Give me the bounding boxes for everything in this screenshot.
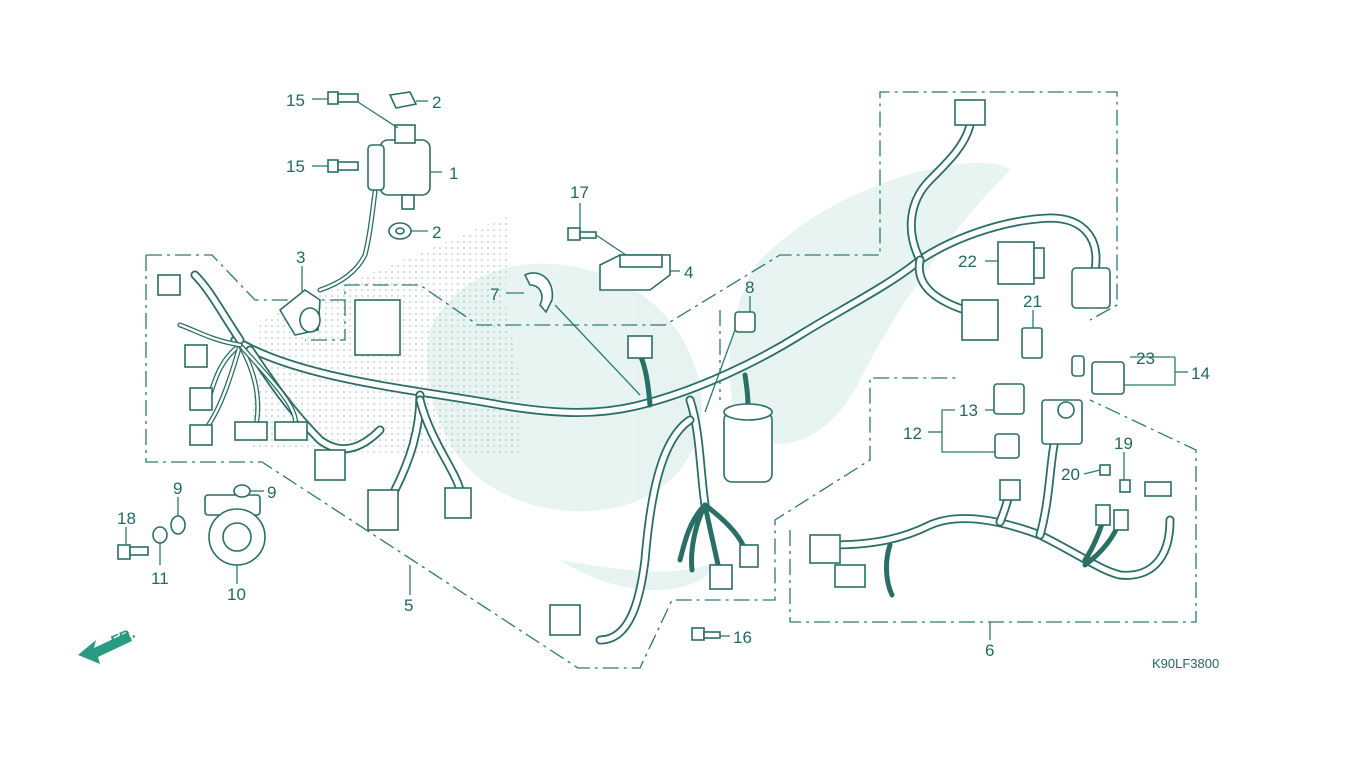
bolt-15-bottom	[327, 159, 359, 173]
secondary-harness	[825, 435, 1175, 598]
callout-21: 21	[1023, 292, 1042, 311]
callout-12: 12	[903, 424, 922, 443]
connector-21	[1021, 327, 1043, 359]
callout-8: 8	[745, 278, 754, 297]
callout-11: 11	[151, 569, 169, 588]
callout-6: 6	[985, 641, 994, 660]
callout-9-left: 9	[173, 479, 182, 498]
callout-10: 10	[227, 585, 246, 604]
fuse-box-14	[1071, 355, 1125, 395]
relay-12	[994, 433, 1020, 459]
callout-4: 4	[684, 263, 693, 282]
connector-end	[954, 99, 1111, 341]
callout-3: 3	[296, 248, 305, 267]
callout-1: 1	[449, 164, 458, 183]
nut-11	[152, 526, 168, 544]
callout-9-right: 9	[267, 483, 276, 502]
callout-14: 14	[1191, 364, 1210, 383]
washer-9-left	[170, 515, 186, 535]
callout-15-top: 15	[286, 91, 305, 110]
bolt-17	[567, 227, 597, 241]
regulator-rectifier	[599, 254, 671, 291]
callout-20: 20	[1061, 465, 1080, 484]
washer-9-top	[233, 484, 251, 498]
callout-17: 17	[570, 183, 589, 202]
ignition-coil	[317, 124, 431, 293]
callout-5: 5	[404, 596, 413, 615]
callout-15-bottom: 15	[286, 157, 305, 176]
front-direction-arrow-icon: FR.	[78, 625, 138, 664]
bolt-15-top	[327, 91, 359, 105]
callout-7: 7	[490, 285, 499, 304]
callout-16: 16	[733, 628, 752, 647]
connector-22	[997, 241, 1045, 285]
small-connectors	[157, 274, 1129, 636]
callout-19: 19	[1114, 434, 1133, 453]
diagram-code: K90LF3800	[1152, 656, 1219, 671]
fuse-19	[1119, 479, 1172, 497]
bolt-16	[691, 627, 721, 641]
collar-2-bottom	[388, 222, 412, 240]
bolt-18	[117, 544, 149, 560]
front-direction-label: FR.	[109, 625, 138, 650]
callout-2-top: 2	[432, 93, 441, 112]
callout-18: 18	[117, 509, 136, 528]
callout-23: 23	[1136, 349, 1155, 368]
fuse-20	[1099, 464, 1111, 476]
starter-relay	[1041, 399, 1083, 445]
leader-lines	[125, 98, 1188, 640]
callout-13: 13	[959, 401, 978, 420]
callout-22: 22	[958, 252, 977, 271]
horn	[204, 494, 266, 566]
main-harness	[177, 120, 1101, 645]
collar-2-top	[388, 91, 418, 109]
group-boundaries	[145, 91, 1197, 669]
condenser	[723, 403, 773, 483]
band-7	[523, 272, 554, 314]
callout-2-bottom: 2	[432, 223, 441, 242]
relay-8	[734, 311, 756, 333]
callouts: 1 2 2 3 4 5 6 7 8 9 9 10 11 12 13 14 15 …	[117, 91, 1210, 660]
spark-plug-cap	[278, 289, 321, 336]
relay-13	[993, 383, 1025, 415]
